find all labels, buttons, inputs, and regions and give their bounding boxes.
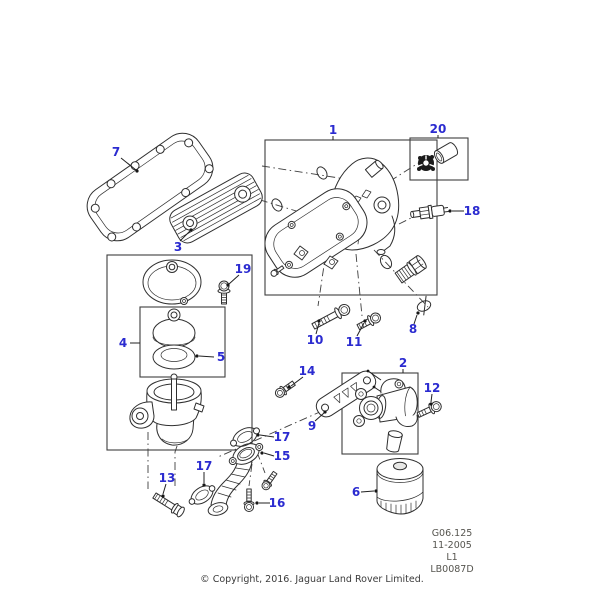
callout-label-4: 4	[119, 336, 127, 350]
assembly-box-left	[106, 254, 253, 451]
ref-level: L1	[446, 552, 457, 563]
callout-label-2: 2	[399, 356, 407, 370]
callout-label-11: 11	[346, 335, 363, 349]
callout-12[interactable]: 12	[424, 381, 441, 406]
callout-label-8: 8	[409, 322, 417, 336]
part-bolt-14	[274, 380, 296, 398]
part-oil-filter	[376, 458, 424, 515]
callout-13[interactable]: 13	[159, 471, 176, 498]
part-seal-ring	[152, 344, 196, 370]
part-bolt-13	[152, 492, 185, 518]
callouts: 1 2 3 4 5 6 7 8	[112, 122, 481, 510]
part-stub-cylinder	[386, 430, 403, 453]
callout-label-17b: 17	[274, 430, 291, 444]
assembly-box-4	[139, 306, 226, 378]
part-oil-cooler-housing	[264, 157, 400, 278]
part-oil-pressure-sensor	[410, 204, 449, 220]
callout-7[interactable]: 7	[112, 145, 139, 173]
part-plug-o-ring	[379, 254, 393, 270]
part-dome-cap	[142, 259, 202, 305]
callout-label-3: 3	[174, 240, 182, 254]
callout-9[interactable]: 9	[308, 410, 327, 433]
callout-label-17a: 17	[196, 459, 213, 473]
callout-6[interactable]: 6	[352, 485, 378, 499]
part-o-ring-lower	[271, 198, 283, 212]
part-bush-cap	[433, 142, 459, 164]
callout-8[interactable]: 8	[409, 311, 420, 336]
part-o-ring-upper	[316, 166, 328, 180]
callout-label-10: 10	[307, 333, 324, 347]
callout-label-1: 1	[329, 123, 337, 137]
part-outlet-pipe	[207, 459, 253, 516]
part-bolt-12	[416, 401, 442, 418]
callout-label-15: 15	[274, 449, 291, 463]
callout-19[interactable]: 19	[226, 262, 251, 287]
assembly-box-20	[409, 137, 469, 181]
part-pipe-flange	[228, 442, 264, 466]
ref-drawing-number: LB0087D	[430, 564, 473, 575]
callout-17-pipe-gasket[interactable]: 17	[196, 459, 213, 487]
callout-label-14: 14	[299, 364, 316, 378]
part-clip	[416, 295, 432, 316]
callout-4[interactable]: 4	[119, 336, 140, 350]
part-bolt-11	[356, 312, 382, 331]
callout-16[interactable]: 16	[255, 496, 285, 510]
part-element-cap	[152, 308, 196, 348]
callout-label-5: 5	[217, 350, 225, 364]
part-pipe-gasket	[188, 485, 216, 505]
callout-18[interactable]: 18	[448, 204, 480, 218]
part-drain-plug	[394, 255, 427, 284]
group-boxes	[106, 137, 469, 455]
part-bolt-10	[311, 303, 351, 330]
part-bolt-16b	[261, 470, 278, 491]
ref-code: G06.125	[432, 528, 473, 539]
callout-label-18: 18	[464, 204, 481, 218]
callout-label-6: 6	[352, 485, 360, 499]
part-gasket-plate	[315, 369, 384, 418]
callout-label-12: 12	[424, 381, 441, 395]
callout-15[interactable]: 15	[260, 449, 290, 463]
callout-label-19: 19	[235, 262, 252, 276]
part-filter-housing	[129, 373, 205, 446]
callout-label-20: 20	[430, 122, 447, 136]
reference-block: G06.125 11-2005 L1 LB0087D	[430, 528, 473, 575]
copyright-text: © Copyright, 2016. Jaguar Land Rover Lim…	[200, 574, 424, 585]
part-filter-adapter	[353, 378, 418, 427]
callout-label-16: 16	[269, 496, 286, 510]
part-bolt-16	[243, 488, 255, 512]
callout-20[interactable]: 20	[430, 122, 447, 138]
callout-5[interactable]: 5	[195, 350, 225, 364]
callout-17-flange-gasket[interactable]: 17	[256, 430, 290, 444]
callout-14[interactable]: 14	[287, 364, 315, 389]
assembly-box-1	[264, 139, 438, 296]
callout-2[interactable]: 2	[399, 356, 407, 373]
part-small-screw	[270, 265, 285, 277]
part-lock-washer	[417, 155, 435, 171]
callout-10[interactable]: 10	[307, 319, 324, 347]
callout-label-9: 9	[308, 419, 316, 433]
callout-label-7: 7	[112, 145, 120, 159]
part-cover-gasket	[86, 132, 214, 242]
part-oil-cooler	[169, 172, 263, 244]
callout-1[interactable]: 1	[329, 123, 337, 140]
callout-11[interactable]: 11	[346, 319, 367, 349]
callout-label-13: 13	[159, 471, 176, 485]
ref-date: 11-2005	[432, 540, 472, 551]
callout-3[interactable]: 3	[174, 228, 193, 254]
